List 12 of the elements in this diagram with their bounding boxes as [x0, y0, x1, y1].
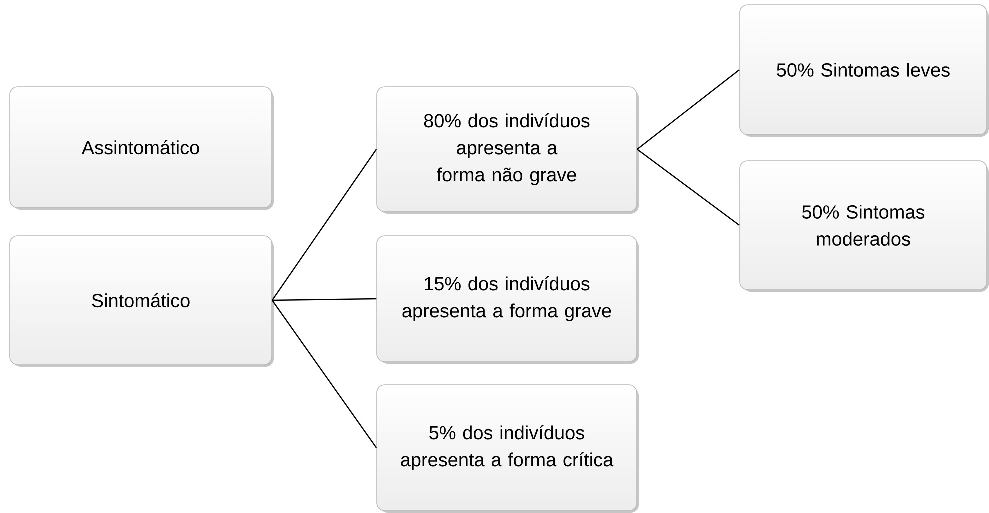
box: Sintomático: [10, 236, 274, 367]
box: 5% dos indivíduos apresenta a forma crítica: [376, 384, 639, 513]
connector-line: [272, 298, 377, 302]
box: Assintomático: [10, 86, 274, 210]
connector-line: [637, 149, 740, 226]
box: 80% dos indivíduos apresenta a forma não grave: [376, 86, 639, 214]
box: 15% dos indivíduos apresenta a forma grave: [376, 236, 639, 364]
connector-line: [272, 149, 378, 301]
connector-line: [272, 300, 378, 448]
box: 50% Sintomas moderados: [740, 160, 989, 292]
connector-line: [637, 70, 740, 150]
box: 50% Sintomas leves: [740, 4, 989, 137]
